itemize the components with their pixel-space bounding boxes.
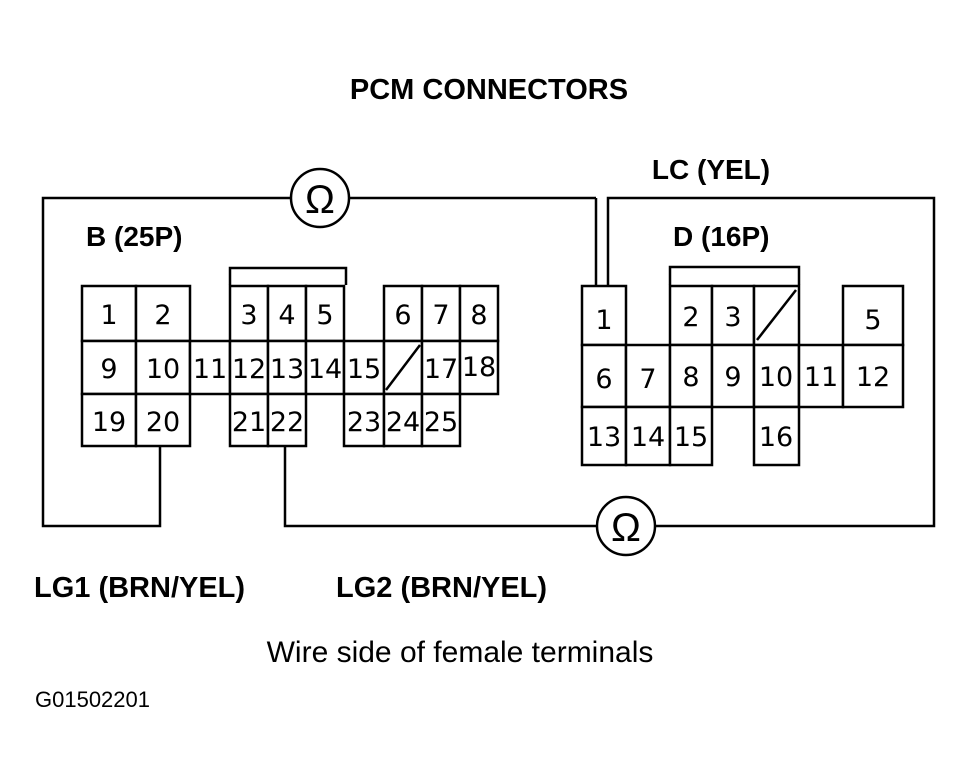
ohmmeter-icon-top: Ω bbox=[289, 167, 351, 229]
ohm-symbol: Ω bbox=[611, 506, 641, 550]
pin-cell bbox=[382, 392, 424, 448]
pin-cell bbox=[752, 405, 801, 467]
pin-label: 12 bbox=[232, 354, 266, 385]
connector-b-label: B (25P) bbox=[86, 221, 182, 252]
connector-b-latch bbox=[228, 266, 348, 285]
pin-label: 12 bbox=[856, 362, 890, 393]
pin-cell bbox=[134, 284, 192, 343]
pin-cell bbox=[420, 284, 462, 343]
pin-cell bbox=[420, 392, 462, 448]
pin-label: 5 bbox=[864, 305, 881, 336]
lg1-wire bbox=[41, 196, 290, 528]
pin-cell bbox=[841, 343, 905, 409]
connector-d-latch bbox=[668, 265, 801, 285]
pin-label: 10 bbox=[759, 362, 793, 393]
figure-id: G01502201 bbox=[35, 687, 150, 712]
pin-cell bbox=[266, 392, 308, 448]
pin-label: 1 bbox=[100, 300, 117, 331]
pin-cell bbox=[624, 405, 672, 467]
pin-label: 14 bbox=[631, 422, 665, 453]
pin-label: 7 bbox=[639, 364, 656, 395]
pin-cell bbox=[134, 339, 192, 396]
ohmmeter-icon-bottom: Ω bbox=[595, 495, 657, 557]
pin-cell bbox=[228, 392, 270, 448]
pin-label: 22 bbox=[270, 407, 304, 438]
pin-label: 15 bbox=[347, 354, 381, 385]
pin-cell bbox=[458, 339, 500, 396]
lc-wire-outer bbox=[606, 196, 936, 528]
pin-label: 19 bbox=[92, 407, 126, 438]
pin-cell bbox=[841, 284, 905, 347]
unused-pin-slash bbox=[385, 344, 421, 391]
pin-label: 6 bbox=[595, 364, 612, 395]
pin-label: 16 bbox=[759, 422, 793, 453]
pin-label: 24 bbox=[386, 407, 420, 438]
pin-label: 13 bbox=[587, 422, 621, 453]
pin-cell bbox=[710, 343, 756, 409]
page-title: PCM CONNECTORS bbox=[350, 74, 628, 106]
pin-cell bbox=[266, 284, 308, 343]
connector-b: 1 2 9 10 19 20 11 3 4 5 12 13 14 21 22 6… bbox=[80, 266, 500, 448]
pin-cell bbox=[580, 343, 628, 409]
pin-label: 6 bbox=[394, 300, 411, 331]
pin-label: 2 bbox=[154, 300, 171, 331]
ohm-symbol: Ω bbox=[305, 178, 335, 222]
pin-cell bbox=[752, 343, 801, 409]
pin-label: 5 bbox=[316, 300, 333, 331]
pin-label: 13 bbox=[270, 354, 304, 385]
pin-cell bbox=[188, 339, 232, 396]
lg1-wire-label: LG1 (BRN/YEL) bbox=[34, 572, 245, 604]
pin-cell bbox=[668, 405, 714, 467]
pin-label: 10 bbox=[146, 354, 180, 385]
pin-label: 7 bbox=[432, 300, 449, 331]
pin-label: 23 bbox=[347, 407, 381, 438]
pin-label: 9 bbox=[100, 354, 117, 385]
pin-label: 17 bbox=[424, 354, 458, 385]
connector-d-label: D (16P) bbox=[673, 221, 769, 252]
pin-label: 11 bbox=[804, 362, 838, 393]
pin-label: 8 bbox=[470, 300, 487, 331]
pin-label: 9 bbox=[724, 362, 741, 393]
pin-label: 18 bbox=[462, 352, 496, 383]
pin-label: 25 bbox=[424, 407, 458, 438]
pin-label: 3 bbox=[240, 300, 257, 331]
pin-cell bbox=[304, 284, 346, 343]
connector-d: 1 6 13 7 14 2 3 8 9 15 10 16 11 5 12 bbox=[580, 265, 905, 467]
pin-label: 2 bbox=[682, 302, 699, 333]
pin-label: 14 bbox=[308, 354, 342, 385]
lc-wire-label: LC (YEL) bbox=[652, 154, 770, 185]
pin-label: 15 bbox=[674, 422, 708, 453]
unused-pin-slash bbox=[756, 289, 797, 341]
caption: Wire side of female terminals bbox=[267, 636, 654, 669]
lg2-wire bbox=[283, 446, 596, 528]
pin-label: 8 bbox=[682, 362, 699, 393]
pin-cell bbox=[80, 392, 138, 448]
pin-label: 3 bbox=[724, 302, 741, 333]
pin-label: 21 bbox=[232, 407, 266, 438]
pin-label: 1 bbox=[595, 305, 612, 336]
pin-label: 20 bbox=[146, 407, 180, 438]
lg2-wire-label: LG2 (BRN/YEL) bbox=[336, 572, 547, 604]
pin-cell bbox=[134, 392, 192, 448]
pin-label: 11 bbox=[193, 354, 227, 385]
pin-label: 4 bbox=[278, 300, 295, 331]
